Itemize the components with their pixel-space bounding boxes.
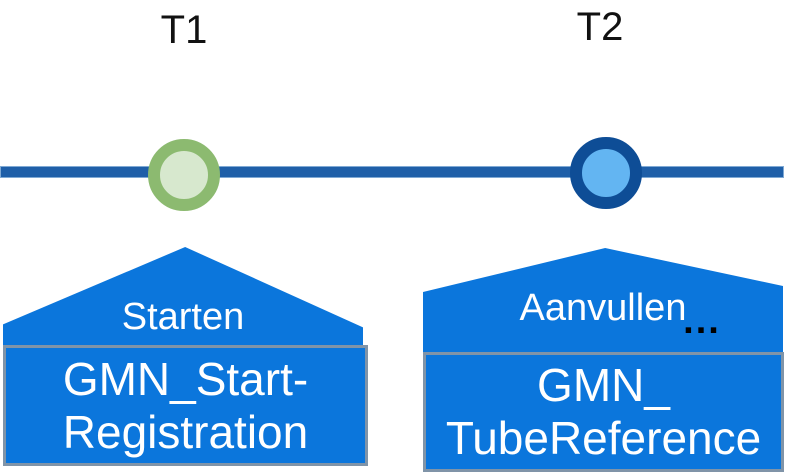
time-label-t1: T1 — [160, 8, 208, 52]
callout-title-t1: Starten — [121, 296, 245, 338]
callout-roof-t1: Starten — [3, 247, 363, 345]
callout-body-line2-t2: TubeReference — [445, 412, 762, 464]
callout-box-t1: GMN_Start- Registration — [3, 345, 368, 466]
timeline-line — [0, 166, 784, 178]
callout-title-t2: Aanvullen — [519, 287, 687, 329]
callout-body-line2-t1: Registration — [62, 405, 309, 458]
milestone-marker-t1 — [148, 139, 220, 211]
callout-body-line1-t2: GMN_ — [537, 359, 670, 411]
milestone-marker-t2 — [570, 137, 642, 209]
time-label-t2: T2 — [576, 5, 624, 49]
callout-box-t2: GMN_ TubeReference — [423, 352, 784, 472]
callout-body-line1-t1: GMN_Start- — [62, 352, 309, 405]
ellipsis-t2: ... — [683, 300, 721, 342]
